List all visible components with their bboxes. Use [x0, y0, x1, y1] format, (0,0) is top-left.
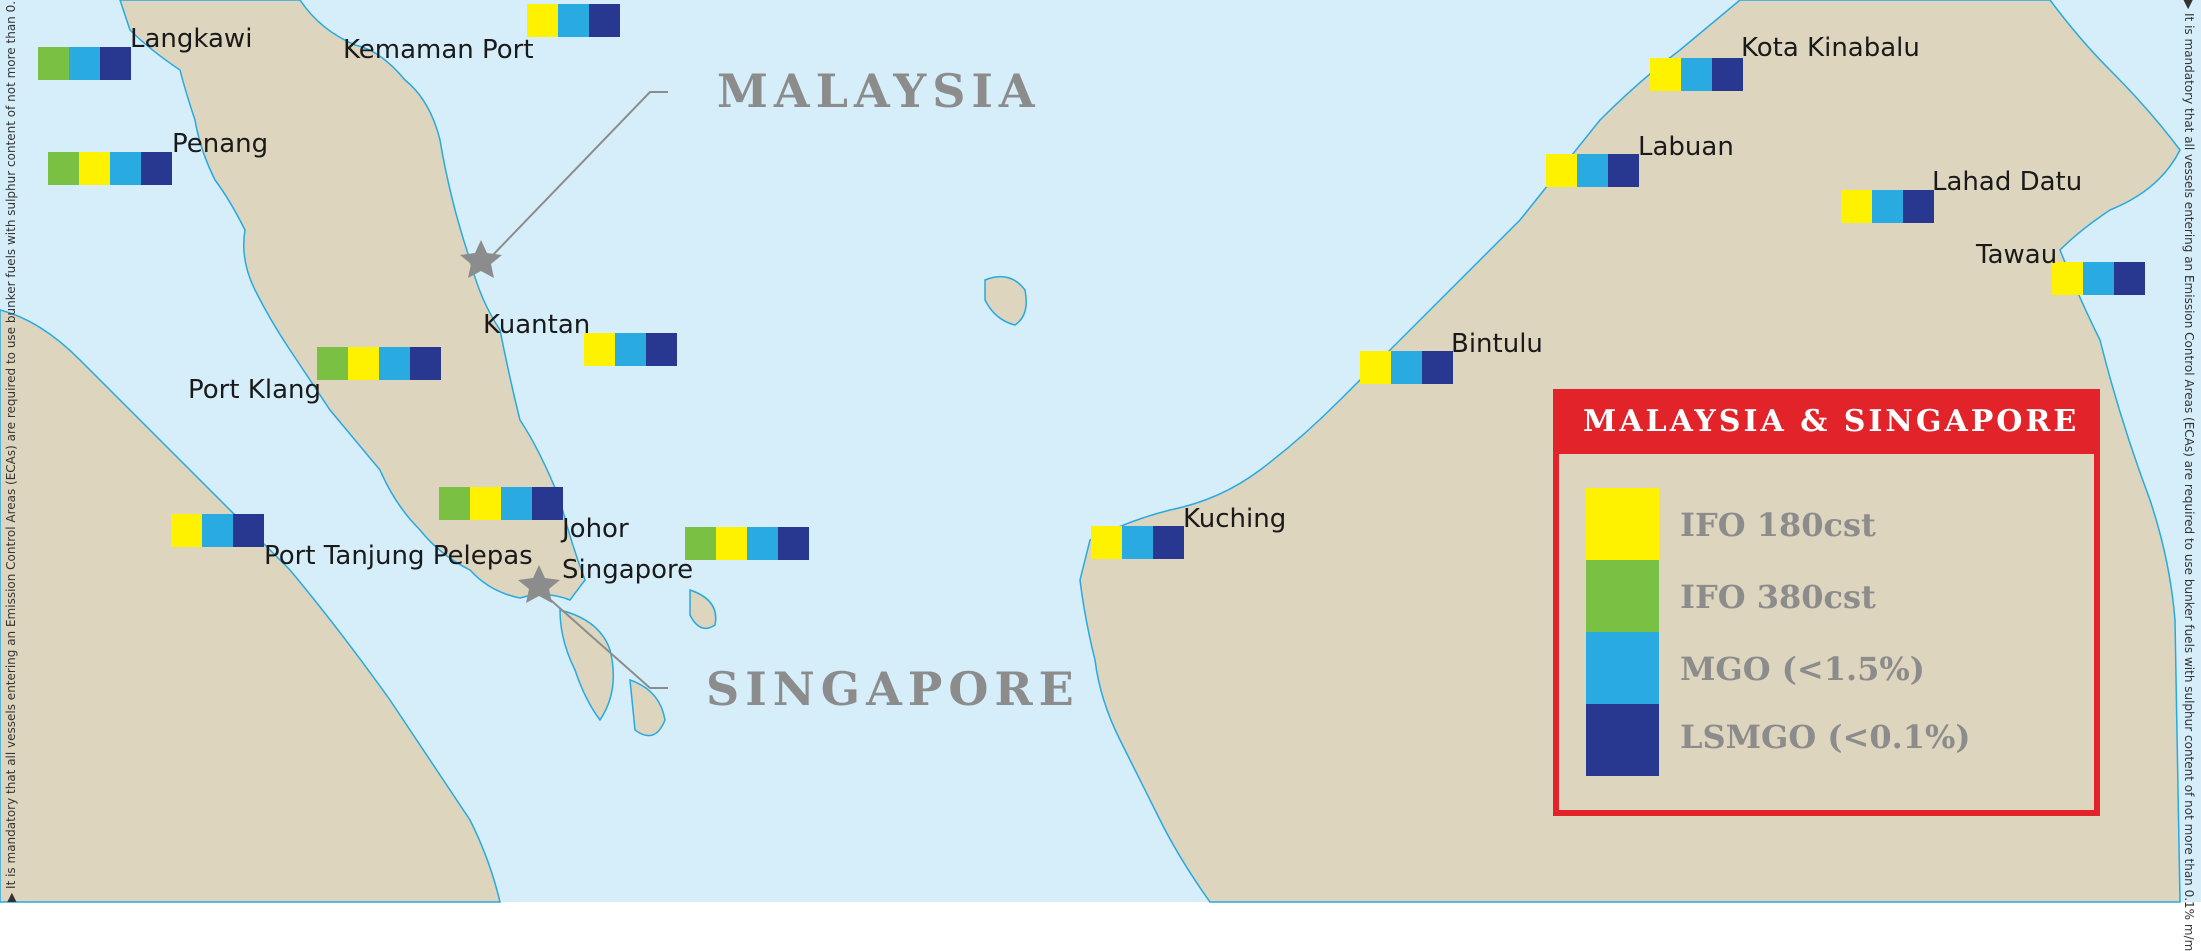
port-label-singapore: Singapore — [562, 555, 694, 585]
port-label-kotakinabalu: Kota Kinabalu — [1741, 33, 1920, 63]
fuel-swatch-mgo — [747, 527, 778, 560]
land-sumatra — [0, 309, 501, 903]
fuel-swatch-ifo380 — [317, 347, 348, 380]
fuel-swatch-ifo180 — [2052, 262, 2083, 295]
port-swatches-tanjung — [171, 514, 264, 547]
port-label-kuantan: Kuantan — [483, 310, 591, 340]
port-label-tanjung: Port Tanjung Pelepas — [264, 541, 533, 571]
port-label-johor: Johor — [562, 514, 629, 544]
fuel-swatch-lsmgo — [1153, 526, 1184, 559]
legend-label-lsmgo: LSMGO (<0.1%) — [1680, 718, 1971, 756]
legend-swatch-lsmgo — [1586, 704, 1659, 776]
port-swatches-kuching — [1091, 526, 1184, 559]
fuel-swatch-ifo180 — [79, 152, 110, 185]
port-swatches-kemaman — [527, 4, 620, 37]
fuel-swatch-ifo180 — [716, 527, 747, 560]
port-label-bintulu: Bintulu — [1451, 329, 1543, 359]
port-swatches-kotakinabalu — [1650, 58, 1743, 91]
fuel-swatch-mgo — [1391, 351, 1422, 384]
fuel-swatch-mgo — [501, 487, 532, 520]
port-label-labuan: Labuan — [1638, 132, 1734, 162]
legend-label-mgo: MGO (<1.5%) — [1680, 650, 1925, 688]
port-swatches-tawau — [2052, 262, 2145, 295]
legend-label-ifo380: IFO 380cst — [1680, 578, 1876, 616]
port-swatches-singapore — [685, 527, 809, 560]
port-swatches-bintulu — [1360, 351, 1453, 384]
fuel-swatch-mgo — [558, 4, 589, 37]
fuel-swatch-lsmgo — [233, 514, 264, 547]
legend-label-ifo180: IFO 180cst — [1680, 506, 1876, 544]
fuel-swatch-lsmgo — [589, 4, 620, 37]
port-label-tawau: Tawau — [1976, 240, 2058, 270]
fuel-swatch-lsmgo — [2114, 262, 2145, 295]
port-label-portklang: Port Klang — [188, 375, 321, 405]
fuel-swatch-mgo — [615, 333, 646, 366]
fuel-swatch-lsmgo — [532, 487, 563, 520]
fuel-swatch-ifo380 — [48, 152, 79, 185]
fuel-swatch-lsmgo — [410, 347, 441, 380]
side-note-left: ▶ It is mandatory that all vessels enter… — [4, 0, 18, 902]
malaysia-leader-line — [489, 91, 668, 259]
port-swatches-kuantan — [584, 333, 677, 366]
land-natuna-island — [984, 275, 1027, 326]
fuel-swatch-mgo — [1577, 154, 1608, 187]
port-label-penang: Penang — [172, 129, 269, 159]
fuel-swatch-ifo180 — [1841, 190, 1872, 223]
singapore-star — [518, 565, 560, 603]
fuel-swatch-ifo380 — [38, 47, 69, 80]
fuel-swatch-lsmgo — [1903, 190, 1934, 223]
fuel-swatch-ifo180 — [527, 4, 558, 37]
port-swatches-johor — [439, 487, 563, 520]
fuel-swatch-ifo180 — [1360, 351, 1391, 384]
port-label-langkawi: Langkawi — [130, 24, 253, 54]
legend-swatch-ifo380 — [1586, 560, 1659, 632]
fuel-swatch-lsmgo — [141, 152, 172, 185]
fuel-swatch-lsmgo — [1712, 58, 1743, 91]
land-malay-peninsula — [119, 0, 586, 601]
port-swatches-langkawi — [38, 47, 131, 80]
fuel-swatch-ifo180 — [348, 347, 379, 380]
fuel-swatch-mgo — [110, 152, 141, 185]
fuel-swatch-lsmgo — [778, 527, 809, 560]
country-label-malaysia: MALAYSIA — [717, 64, 1041, 118]
port-swatches-lahaddatu — [1841, 190, 1934, 223]
fuel-swatch-lsmgo — [646, 333, 677, 366]
fuel-swatch-ifo180 — [171, 514, 202, 547]
port-label-kemaman: Kemaman Port — [343, 35, 534, 65]
fuel-swatch-mgo — [379, 347, 410, 380]
legend-swatch-mgo — [1586, 632, 1659, 704]
leader-lines — [489, 91, 668, 689]
country-label-singapore: SINGAPORE — [706, 662, 1080, 716]
land-riau-islands — [559, 588, 717, 737]
fuel-swatch-ifo380 — [439, 487, 470, 520]
fuel-swatch-mgo — [1872, 190, 1903, 223]
fuel-swatch-lsmgo — [1422, 351, 1453, 384]
kuala-lumpur-star — [460, 240, 502, 278]
port-swatches-portklang — [317, 347, 441, 380]
fuel-swatch-ifo380 — [685, 527, 716, 560]
port-label-lahaddatu: Lahad Datu — [1932, 167, 2083, 197]
fuel-swatch-ifo180 — [1650, 58, 1681, 91]
fuel-swatch-ifo180 — [1091, 526, 1122, 559]
fuel-swatch-mgo — [202, 514, 233, 547]
fuel-swatch-mgo — [1681, 58, 1712, 91]
port-swatches-labuan — [1546, 154, 1639, 187]
fuel-swatch-lsmgo — [100, 47, 131, 80]
side-note-right: ▶ It is mandatory that all vessels enter… — [2182, 0, 2196, 951]
fuel-swatch-mgo — [69, 47, 100, 80]
fuel-swatch-lsmgo — [1608, 154, 1639, 187]
capital-stars — [460, 240, 560, 603]
fuel-swatch-mgo — [1122, 526, 1153, 559]
port-label-kuching: Kuching — [1183, 504, 1287, 534]
singapore-leader-line — [544, 594, 668, 689]
legend-title: MALAYSIA & SINGAPORE — [1553, 389, 2100, 454]
fuel-swatch-mgo — [2083, 262, 2114, 295]
legend-swatch-ifo180 — [1586, 488, 1659, 560]
fuel-swatch-ifo180 — [470, 487, 501, 520]
fuel-swatch-ifo180 — [1546, 154, 1577, 187]
fuel-swatch-ifo180 — [584, 333, 615, 366]
port-swatches-penang — [48, 152, 172, 185]
